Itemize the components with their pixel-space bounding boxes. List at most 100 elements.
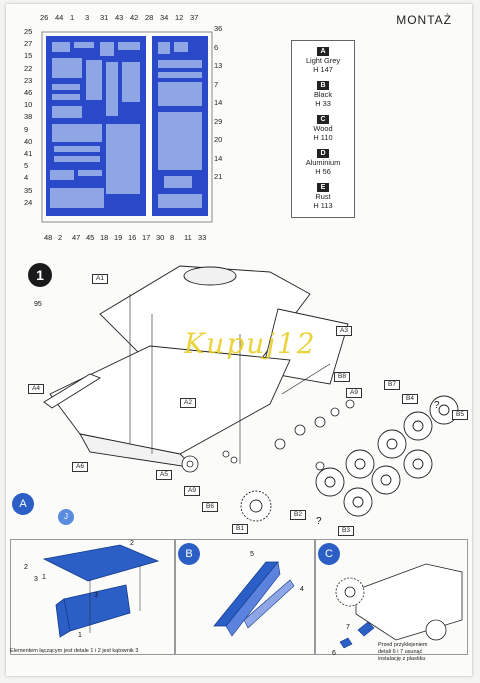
fret-callout-right: 6 [214,42,219,52]
fret-callout-top: 43 [115,13,124,22]
road-wheels [315,395,459,517]
sub-step-a-panel [10,539,176,655]
part-tag-a6: A6 [72,462,88,472]
colour-legend: A Light Grey H 147 B Black H 33 C Wood H… [291,40,355,218]
legend-name: Aluminium [305,158,341,167]
fret-callout-bottom: 30 [156,233,165,242]
legend-letter: E [317,183,329,192]
fret-callout-right: 13 [214,61,223,70]
sub-a-caption: Elementem łączącym jest detale 1 i 2 jes… [10,648,139,654]
sub-a-label-3b: 3 [94,592,98,599]
fret-callout-bottom: 16 [128,233,137,242]
fret-callout-left: 24 [24,197,33,207]
sub-a-label-1: 1 [42,574,46,581]
fret-callout-right: 14 [214,98,223,107]
fret-callout-bottom: 8 [170,233,175,242]
legend-item-a: A Light Grey H 147 [292,47,354,74]
part-tag-a3: A3 [336,326,352,336]
legend-code: H 110 [313,133,333,142]
fret-callout-bottom: 33 [198,233,207,242]
part-tag-a9-upper: A9 [346,388,362,398]
legend-letter: B [317,81,329,90]
part-tag-a1: A1 [92,274,108,284]
legend-name: Rust [315,192,331,201]
fret-callout-bottom: 47 [72,233,81,242]
legend-item-c: C Wood H 110 [292,115,354,142]
fret-frame [41,31,213,223]
part-tag-a5: A5 [156,470,172,480]
question-mark-lower: ? [316,516,322,527]
sub-c-note: Przed przyklejeniem detali 6 i 7 usunąć … [378,642,428,663]
sub-c-note-line: Przed przyklejeniem [378,642,428,648]
legend-name: Black [313,90,333,99]
fret-callout-right: 20 [214,135,223,144]
part-tag-b5: B5 [452,410,468,420]
fret-callout-bottom: 2 [58,233,63,242]
sub-a-label-1b: 1 [78,632,82,639]
sub-c-label-7: 7 [346,624,350,631]
fret-callout-bottom: 18 [100,233,109,242]
part-tag-b6: B6 [202,502,218,512]
fret-callout-left: 15 [24,51,33,61]
fret-callout-top: 34 [160,13,169,22]
legend-name: Wood [313,124,333,133]
sub-step-a-badge: A [12,493,34,515]
part-tag-b3: B3 [338,526,354,536]
legend-code: H 33 [315,99,331,108]
fret-callout-left: 25 [24,27,33,36]
fret-callout-top: 31 [100,13,109,22]
fret-callout-top: 28 [145,13,154,22]
legend-code: H 56 [315,167,331,176]
part-tag-b4: B4 [402,394,418,404]
page-title: MONTAŻ [396,13,452,27]
part-tag-a2: A2 [180,398,196,408]
sub-a-label-2: 2 [24,564,28,571]
legend-code: H 147 [313,65,333,74]
sub-step-c-panel [314,539,468,655]
hull-exploded-drawing [43,265,459,522]
photo-etched-fret [41,31,213,223]
fret-callout-top: 42 [130,13,139,22]
sub-step-b-panel [174,539,316,655]
fret-callout-left: 22 [24,63,33,73]
fret-callout-left: 23 [24,75,33,85]
fret-parts [50,42,202,208]
sub-c-label-6: 6 [332,650,336,657]
legend-item-e: E Rust H 113 [292,183,354,210]
sub-c-note-line: detali 6 i 7 usunąć [378,649,423,655]
sub-step-a-detail-badge: J [58,509,74,525]
fret-callout-bottom: 45 [86,233,95,242]
part-tag-b7: B7 [384,380,400,390]
fret-callout-bottom: 48 [44,233,53,242]
legend-letter: D [317,149,329,158]
fret-callout-left: 35 [24,185,33,195]
fret-callout-left: 27 [24,39,33,49]
fret-callout-left: 9 [24,124,29,134]
fret-callout-right: 29 [214,116,223,126]
fret-callout-left: 46 [24,88,33,97]
sub-step-b-badge: B [178,543,200,565]
suspension-parts [181,399,355,473]
legend-letter: A [317,47,329,56]
fret-callout-top: 26 [40,13,49,22]
fender-left [43,373,101,409]
part-tag-a9-lower: A9 [184,486,200,496]
sub-b-label-5: 5 [250,551,254,558]
fret-callout-bottom: 11 [184,233,192,242]
legend-item-d: D Aluminium H 56 [292,149,354,176]
fret-callout-left: 40 [24,136,33,146]
step-number-badge: 1 [28,263,52,287]
part-tag-b1: B1 [232,524,248,534]
fret-callout-left: 5 [24,161,29,171]
sub-step-c-badge: C [318,543,340,565]
side-page-number: 95 [34,301,42,308]
sub-a-label-top: 2 [130,540,134,547]
fret-callout-right: 21 [214,172,223,181]
fret-callout-top: 44 [55,13,64,22]
question-mark-upper: ? [434,400,440,411]
sub-step-b-drawing [213,561,295,637]
legend-code: H 113 [313,201,333,210]
drive-sprocket [240,490,272,522]
fret-callout-top: 3 [85,13,90,22]
